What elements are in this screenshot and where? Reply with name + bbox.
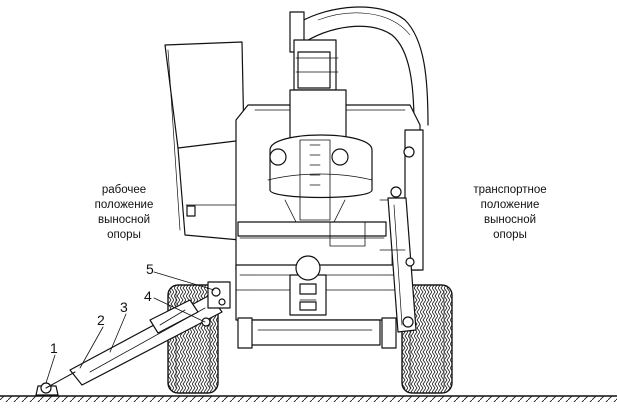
caption-transport-position: транспортное положение выносной опоры xyxy=(450,183,570,243)
discharge-chute xyxy=(289,6,429,126)
caption-line: положение xyxy=(94,199,154,211)
outrigger-working xyxy=(35,281,231,396)
callout-leaders xyxy=(45,271,215,384)
caption-line: положение xyxy=(480,199,540,211)
caption-line: выносной xyxy=(483,214,537,226)
caption-line: рабочее xyxy=(101,184,147,196)
callout-1: 1 xyxy=(50,340,58,356)
caption-line: транспортное xyxy=(473,184,547,196)
caption-line: опоры xyxy=(107,229,141,241)
caption-working-position: рабочее положение выносной опоры xyxy=(70,183,178,243)
callout-4: 4 xyxy=(144,288,152,304)
ground xyxy=(0,395,617,402)
chassis xyxy=(235,255,401,349)
caption-line: выносной xyxy=(97,214,151,226)
main-body xyxy=(235,89,424,271)
callout-2: 2 xyxy=(97,312,105,328)
feed-hopper xyxy=(164,41,245,241)
callout-3: 3 xyxy=(120,299,128,315)
outrigger-transport xyxy=(379,186,417,333)
caption-line: опоры xyxy=(493,229,527,241)
callout-5: 5 xyxy=(146,261,154,277)
